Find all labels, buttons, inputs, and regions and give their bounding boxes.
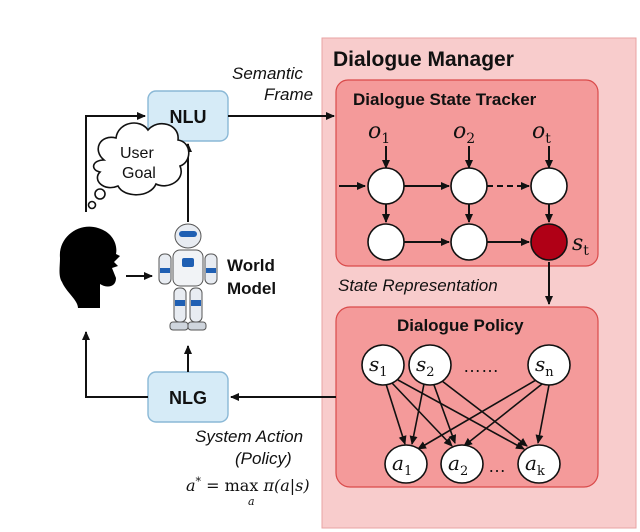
policy-state-s2-label: s2 [416, 352, 435, 380]
edge-s2-a1 [409, 383, 425, 445]
policy-action-a2 [440, 444, 484, 484]
user-head-icon [59, 226, 120, 308]
dialogue-manager-title: Dialogue Manager [333, 48, 514, 71]
policy-action-ellipsis: … [488, 456, 506, 476]
state-tracker-title: Dialogue State Tracker [353, 90, 537, 109]
tracker-node-2-1 [367, 223, 405, 261]
policy-state-sn [527, 344, 571, 386]
policy-action-a1-label: a1 [392, 451, 412, 479]
policy-action-ak [517, 444, 561, 484]
svg-text:a1: a1 [392, 451, 412, 479]
tracker-node-1-2 [450, 167, 488, 205]
policy-state-s1 [361, 344, 405, 386]
policy-state-s2 [408, 344, 452, 386]
svg-text:o2: o2 [453, 119, 475, 147]
edge-s1-a1 [385, 383, 407, 445]
tracker-node-2-2 [450, 223, 488, 261]
semantic-frame-line2: Frame [264, 85, 313, 104]
tracker-state-node [530, 223, 568, 261]
policy-state-sn-label: sn [535, 352, 554, 380]
policy-action-ak-label: ak [525, 451, 545, 479]
obs-o1-label: o1 [368, 119, 390, 147]
policy-formula: a* = max π(a|s) a [186, 475, 310, 508]
tracker-node-1-1 [367, 167, 405, 205]
svg-text:ot: ot [532, 119, 551, 147]
svg-text:st: st [572, 231, 589, 259]
policy-state-s1-label: s1 [369, 352, 388, 380]
user-goal-line2: Goal [122, 165, 156, 182]
obs-o2-label: o2 [453, 119, 475, 147]
edge-s2-a2 [433, 384, 457, 444]
state-representation-label: State Representation [338, 276, 498, 295]
world-model-line2: Model [227, 279, 276, 298]
user-to-nlu-arrow [85, 112, 146, 212]
edge-sn-a1 [417, 379, 537, 450]
state-st-label: st [572, 231, 589, 259]
policy-state-ellipsis: …… [463, 356, 499, 376]
user-goal-line1: User [120, 145, 154, 162]
svg-text:s2: s2 [416, 352, 435, 380]
tracker-node-1-3 [530, 167, 568, 205]
obs-ot-label: ot [532, 119, 551, 147]
edge-s1-ak [397, 379, 525, 450]
svg-text:ak: ak [525, 451, 545, 479]
svg-text:o1: o1 [368, 119, 390, 147]
world-model-line1: World [227, 256, 275, 275]
svg-text:a: a [248, 495, 255, 508]
nlu-label: NLU [170, 107, 207, 127]
nlg-label: NLG [169, 388, 207, 408]
policy-action-a2-label: a2 [448, 451, 468, 479]
robot-icon [158, 223, 218, 331]
edge-sn-ak [535, 384, 550, 444]
semantic-frame-line1: Semantic [232, 64, 303, 83]
system-action-line1: System Action [195, 427, 303, 446]
dialogue-policy-title: Dialogue Policy [397, 316, 524, 335]
edge-s2-ak [441, 380, 528, 447]
svg-text:a* = max π(a|s): a* = max π(a|s) [186, 475, 310, 495]
system-action-line2: (Policy) [235, 449, 292, 468]
thought-cloud-icon [87, 122, 190, 210]
edge-sn-a2 [463, 383, 543, 447]
svg-text:s1: s1 [369, 352, 388, 380]
nlg-to-user-arrow [82, 331, 148, 398]
svg-text:sn: sn [535, 352, 554, 380]
svg-text:a2: a2 [448, 451, 468, 479]
policy-action-a1 [384, 444, 428, 484]
